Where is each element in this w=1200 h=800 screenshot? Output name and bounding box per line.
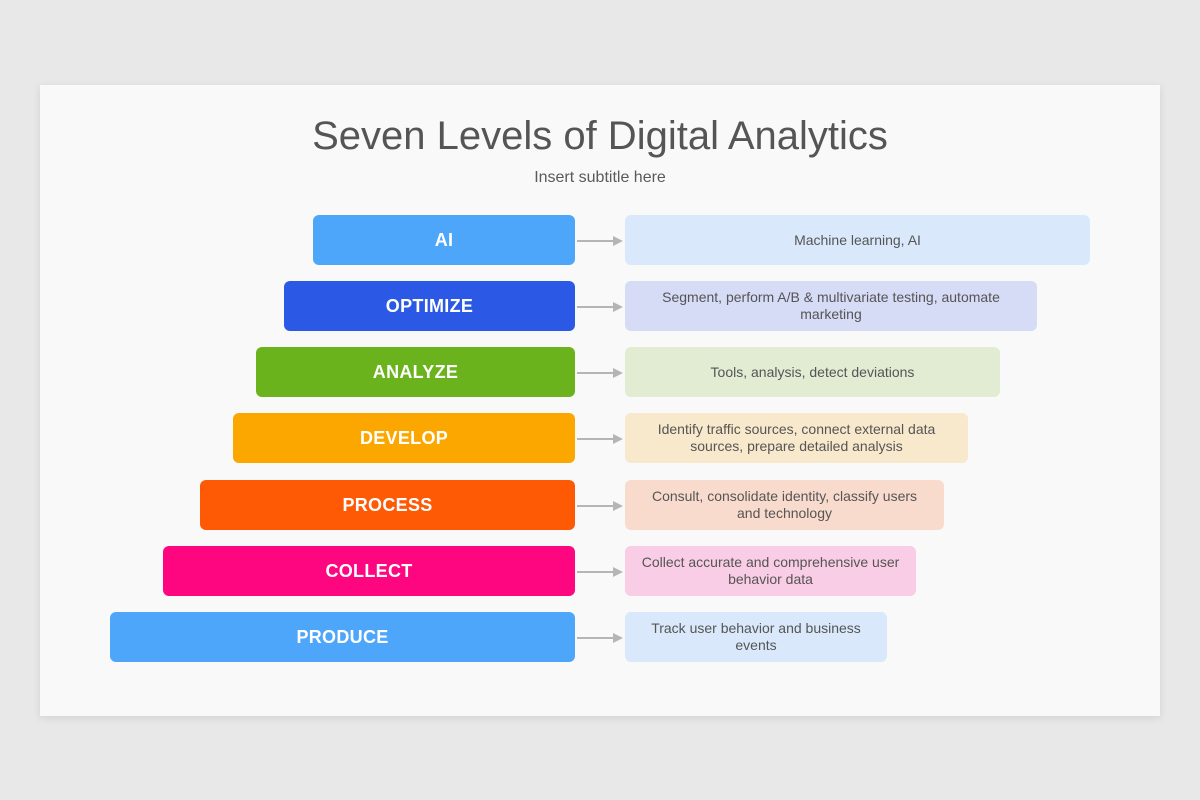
arrow-right-icon bbox=[577, 236, 623, 246]
description-text: Track user behavior and business events bbox=[651, 620, 861, 653]
level-label: OPTIMIZE bbox=[385, 295, 474, 316]
level-develop: DEVELOP bbox=[233, 413, 575, 463]
level-label: DEVELOP bbox=[359, 427, 449, 448]
level-description-collect: Collect accurate and comprehensive user … bbox=[625, 546, 916, 596]
description-text: Consult, consolidate identity, classify … bbox=[651, 488, 918, 521]
level-optimize: OPTIMIZE bbox=[284, 281, 575, 331]
description-text: Collect accurate and comprehensive user … bbox=[641, 554, 900, 587]
level-description-process: Consult, consolidate identity, classify … bbox=[625, 480, 944, 530]
page-title: Seven Levels of Digital Analytics bbox=[312, 114, 888, 158]
arrow-right-icon bbox=[577, 501, 623, 511]
level-description-ai: Machine learning, AI bbox=[625, 215, 1090, 265]
level-label: ANALYZE bbox=[372, 361, 459, 382]
arrow-right-icon bbox=[577, 368, 623, 378]
description-text: Identify traffic sources, connect extern… bbox=[657, 421, 936, 454]
level-produce: PRODUCE bbox=[110, 612, 575, 662]
level-label: PRODUCE bbox=[296, 626, 389, 647]
description-text: Machine learning, AI bbox=[794, 231, 921, 248]
arrow-right-icon bbox=[577, 434, 623, 444]
level-description-produce: Track user behavior and business events bbox=[625, 612, 887, 662]
level-label: AI bbox=[434, 229, 454, 250]
description-text: Segment, perform A/B & multivariate test… bbox=[662, 289, 1000, 322]
level-collect: COLLECT bbox=[163, 546, 575, 596]
slide-canvas bbox=[40, 85, 1160, 716]
description-text: Tools, analysis, detect deviations bbox=[710, 363, 915, 380]
level-ai: AI bbox=[313, 215, 575, 265]
level-description-optimize: Segment, perform A/B & multivariate test… bbox=[625, 281, 1037, 331]
level-label: PROCESS bbox=[342, 494, 433, 515]
level-description-analyze: Tools, analysis, detect deviations bbox=[625, 347, 1000, 397]
arrow-right-icon bbox=[577, 633, 623, 643]
level-description-develop: Identify traffic sources, connect extern… bbox=[625, 413, 968, 463]
arrow-right-icon bbox=[577, 302, 623, 312]
level-label: COLLECT bbox=[325, 560, 413, 581]
page-subtitle: Insert subtitle here bbox=[534, 169, 666, 186]
level-process: PROCESS bbox=[200, 480, 575, 530]
level-analyze: ANALYZE bbox=[256, 347, 575, 397]
arrow-right-icon bbox=[577, 567, 623, 577]
